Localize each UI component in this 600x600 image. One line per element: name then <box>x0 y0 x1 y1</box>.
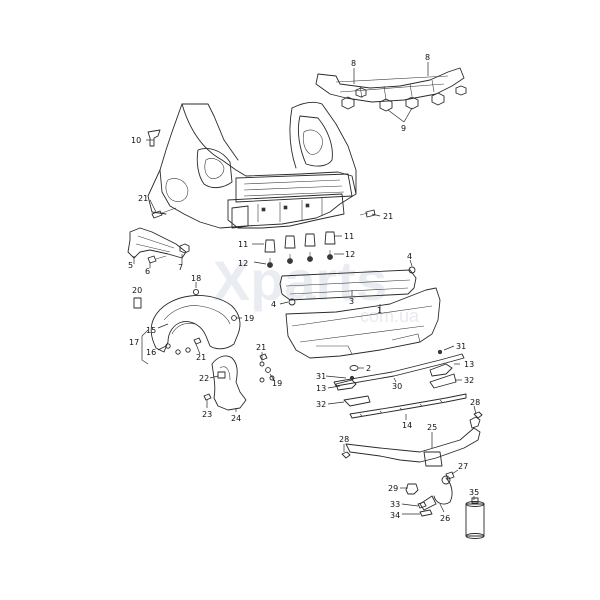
part-7-nut <box>179 243 190 254</box>
part-32-reflector-left <box>343 395 371 407</box>
callout-11-right: 11 <box>344 232 354 241</box>
callout-10: 10 <box>131 136 141 145</box>
part-10-clip <box>147 129 161 147</box>
callout-19-bottom: 19 <box>272 379 282 388</box>
callout-12-left: 12 <box>238 259 248 268</box>
callout-34: 34 <box>390 511 400 520</box>
part-1-bumper-cover <box>285 287 441 359</box>
part-23-screw <box>203 393 212 401</box>
part-30-trim-strip <box>333 353 465 387</box>
callout-12-right: 12 <box>345 250 355 259</box>
part-25-tow-bar <box>345 416 481 467</box>
part-33-key <box>417 501 427 509</box>
callout-28-left: 28 <box>339 435 349 444</box>
callout-11-left: 11 <box>238 240 248 249</box>
callout-33: 33 <box>390 500 400 509</box>
part-2-reflector <box>349 365 359 371</box>
callout-8: 8 <box>351 59 356 68</box>
callout-15: 15 <box>146 326 156 335</box>
callout-21-right: 21 <box>383 212 393 221</box>
callout-32-left: 32 <box>316 400 326 409</box>
callout-1: 1 <box>377 306 382 315</box>
callout-14: 14 <box>402 421 412 430</box>
callout-24: 24 <box>231 414 241 423</box>
part-16-clips <box>165 343 191 355</box>
callout-16: 16 <box>146 348 156 357</box>
small-fasteners <box>259 361 275 383</box>
part-12-bolts <box>267 250 333 268</box>
callout-labels: 10 21 5 6 7 8 8 9 21 11 11 12 12 4 4 3 1… <box>128 53 480 523</box>
watermark-text: Xparts <box>213 249 387 312</box>
callout-8-right: 8 <box>425 53 430 62</box>
part-13-lamp-right <box>429 363 453 377</box>
part-35-spray-can <box>465 497 485 539</box>
callout-18: 18 <box>191 274 201 283</box>
callout-5: 5 <box>128 261 133 270</box>
part-34-cover <box>419 509 433 517</box>
callout-29: 29 <box>388 484 398 493</box>
callout-19-top: 19 <box>244 314 254 323</box>
part-29-socket <box>405 483 419 495</box>
callout-21-flap: 21 <box>256 343 266 352</box>
callout-13-right: 13 <box>464 360 474 369</box>
part-11-spacers <box>264 231 336 253</box>
part-32-reflector-right <box>429 373 457 389</box>
callout-9: 9 <box>401 124 406 133</box>
callout-27: 27 <box>458 462 468 471</box>
watermark-subtext: com.ua <box>360 306 420 326</box>
callout-32-right: 32 <box>464 376 474 385</box>
callout-31-left: 31 <box>316 372 326 381</box>
callout-35: 35 <box>469 488 479 497</box>
part-13-lamp-left <box>335 379 357 391</box>
callout-28-right: 28 <box>470 398 480 407</box>
callout-31-right: 31 <box>456 342 466 351</box>
part-22-bracket <box>217 371 226 379</box>
part-28-bolts <box>341 411 483 459</box>
part-27-cap <box>445 471 455 480</box>
callout-13-left: 13 <box>316 384 326 393</box>
rear-body-shell <box>147 101 357 229</box>
part-31-clips <box>349 349 443 381</box>
part-15-wheel-housing-liner <box>150 295 241 353</box>
part-20-bracket <box>133 297 142 309</box>
callout-6: 6 <box>145 267 150 276</box>
part-18-bolt <box>192 288 200 296</box>
callout-26: 26 <box>440 514 450 523</box>
callout-21-liner: 21 <box>196 353 206 362</box>
callout-2: 2 <box>366 364 371 373</box>
callout-4-right: 4 <box>407 252 412 261</box>
callout-23: 23 <box>202 410 212 419</box>
leader-lines <box>133 62 477 515</box>
part-5-side-bracket <box>127 227 187 259</box>
part-24-mud-flap <box>211 355 247 411</box>
callout-20: 20 <box>132 286 142 295</box>
callout-25: 25 <box>427 423 437 432</box>
part-4-bolts <box>288 266 416 306</box>
callout-7: 7 <box>178 263 183 272</box>
callout-21: 21 <box>138 194 148 203</box>
callout-30: 30 <box>392 382 402 391</box>
callout-22: 22 <box>199 374 209 383</box>
part-14-lower-guide <box>349 393 467 419</box>
part-6-bolt <box>147 255 167 264</box>
callout-17: 17 <box>129 338 139 347</box>
part-26-ball-neck <box>419 475 453 511</box>
part-9-clip-nuts <box>341 85 467 112</box>
callout-3: 3 <box>349 297 354 306</box>
part-8-bumper-mount-bracket <box>315 67 465 103</box>
callout-4-left: 4 <box>271 300 276 309</box>
